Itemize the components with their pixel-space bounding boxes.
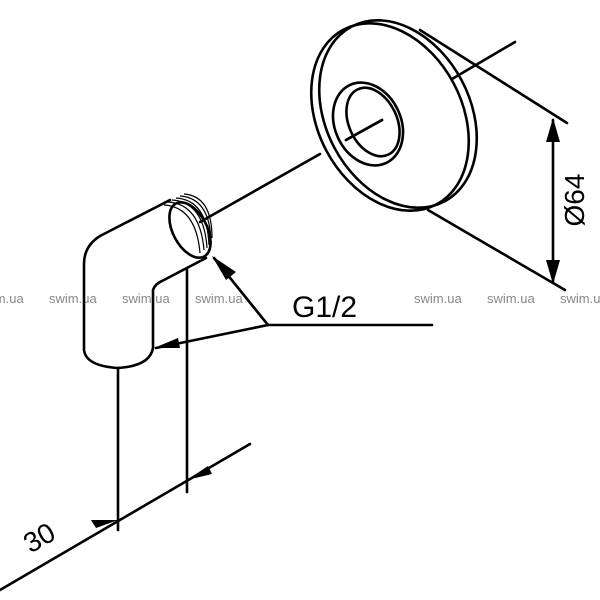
- elbow-fitting: [82, 193, 213, 370]
- thread-label: G1/2: [292, 291, 357, 324]
- watermark-text: swim.ua: [414, 291, 462, 306]
- flange: [309, 18, 479, 213]
- thread-leader: G1/2: [154, 256, 434, 350]
- axis-line: [198, 152, 322, 224]
- watermark-text: swim.ua: [560, 291, 600, 306]
- watermark-text: swim.ua: [195, 291, 243, 306]
- watermark-text: swim.ua: [0, 291, 24, 306]
- watermark-text: swim.ua: [487, 291, 535, 306]
- axis-line-rear: [450, 40, 517, 81]
- length-dimension: 30: [0, 268, 252, 592]
- watermark-text: swim.ua: [122, 291, 170, 306]
- watermark-row: swim.ua swim.ua swim.ua swim.ua swim.ua swim.…: [0, 291, 600, 306]
- watermark-text: swim.ua: [49, 291, 97, 306]
- length-label: 30: [18, 517, 60, 559]
- diameter-dimension: Ø64: [418, 28, 590, 292]
- diameter-label: Ø64: [559, 174, 590, 227]
